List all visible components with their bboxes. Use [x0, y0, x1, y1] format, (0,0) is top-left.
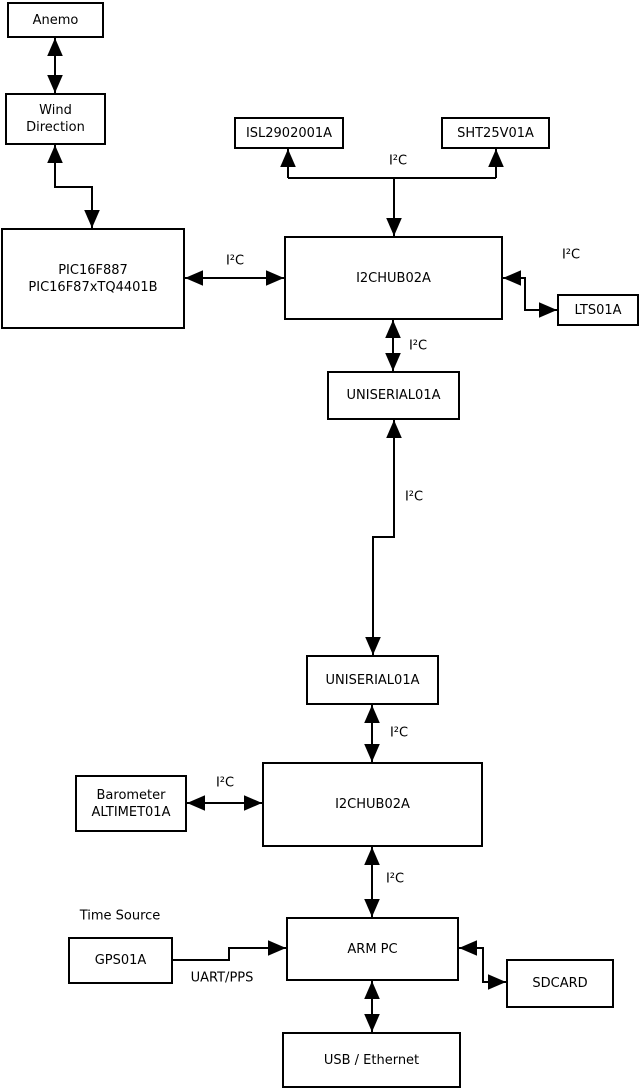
node-isl2902001a-label: ISL2902001A [245, 125, 333, 141]
edge-uniserial-uniserial [365, 420, 402, 655]
node-i2chub-upper-label: I2CHUB02A [356, 270, 431, 286]
node-uniserial-lower-label: UNISERIAL01A [325, 672, 420, 688]
label-i2c-uniserial-hub-lower: I²C [389, 725, 409, 741]
node-barometer-label: ALTIMET01A [91, 804, 171, 820]
edge-gps-armpc [173, 940, 286, 961]
node-uniserial-upper: UNISERIAL01A [327, 371, 460, 420]
label-i2c-lts: I²C [561, 247, 581, 263]
label-i2c-sensor-bus: I²C [388, 153, 408, 169]
node-i2chub-upper: I2CHUB02A [284, 236, 503, 320]
node-uniserial-lower: UNISERIAL01A [306, 655, 439, 705]
edge-wind-pic [47, 145, 100, 228]
label-i2c-barometer: I²C [215, 775, 235, 791]
node-anemo: Anemo [7, 2, 104, 38]
label-i2c-long-link: I²C [404, 489, 424, 505]
node-pic-mcu-label: PIC16F887 [58, 262, 128, 278]
node-barometer-label: Barometer [96, 787, 166, 803]
label-time-source: Time Source [79, 908, 161, 924]
node-i2chub-lower-label: I2CHUB02A [335, 797, 410, 812]
node-pic-mcu-label: PIC16F87xTQ4401B [28, 279, 158, 295]
node-gps01a: GPS01A [68, 937, 173, 984]
edge-armpc-sdcard [459, 940, 506, 990]
node-usb-ethernet: USB / Ethernet [282, 1032, 461, 1088]
node-sht25v01a-label: SHT25V01A [457, 125, 534, 141]
node-gps01a-label: GPS01A [94, 953, 147, 968]
node-arm-pc: ARM PC [286, 917, 459, 981]
node-lts01a-label: LTS01A [574, 302, 622, 318]
label-i2c-pic-hub: I²C [225, 253, 245, 269]
node-i2chub-lower: I2CHUB02A [262, 762, 483, 847]
label-i2c-hub-armpc: I²C [385, 871, 405, 887]
node-arm-pc-label: ARM PC [347, 941, 398, 957]
node-wind-direction-label: Direction [26, 120, 85, 135]
node-wind-direction-label: Wind [39, 103, 72, 118]
node-anemo-label: Anemo [32, 12, 79, 28]
edge-i2chub-upper-lts [503, 270, 557, 318]
node-sdcard-label: SDCARD [532, 976, 588, 991]
node-uniserial-upper-label: UNISERIAL01A [346, 388, 441, 403]
node-lts01a: LTS01A [557, 294, 639, 326]
node-sht25v01a: SHT25V01A [441, 117, 550, 149]
node-isl2902001a: ISL2902001A [234, 117, 344, 149]
label-i2c-hub-uniserial-upper: I²C [408, 338, 428, 354]
node-usb-ethernet-label: USB / Ethernet [323, 1052, 420, 1068]
label-uart-pps: UART/PPS [190, 970, 254, 986]
node-sdcard: SDCARD [506, 959, 614, 1008]
